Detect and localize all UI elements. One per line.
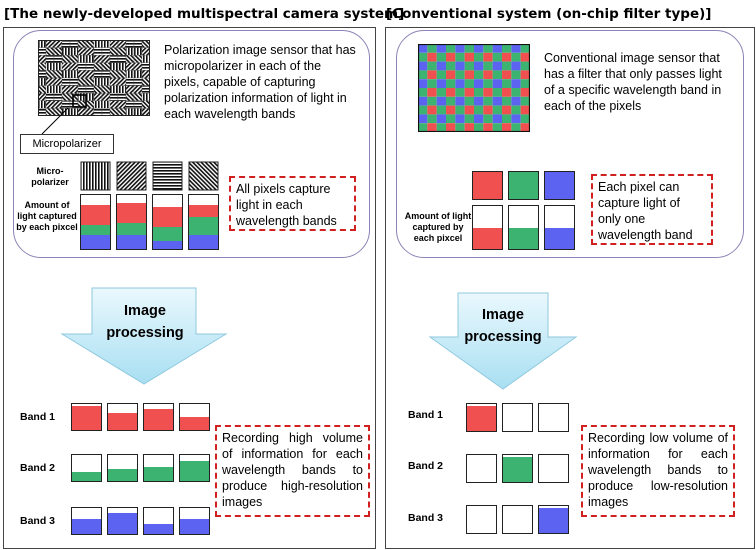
micropolarizer-swatches: [80, 161, 219, 191]
left-band3-cell-1: [71, 507, 102, 535]
left-band2-cell-3: [143, 454, 174, 482]
right-result-note: Recording low volume of information for …: [581, 425, 735, 517]
right-processing-arrow: [428, 292, 578, 390]
micropolarizer-highlight: [72, 94, 87, 108]
green-filter-swatch: [508, 171, 539, 200]
blue-filter-swatch: [544, 171, 575, 200]
left-pixel-stack-4: [188, 194, 219, 250]
polarization-sensor-image: [38, 40, 150, 116]
left-pixel-stack-1: [80, 194, 111, 250]
left-band1-cell-2: [107, 403, 138, 431]
polarizer-vertical: [80, 161, 111, 191]
polarizer-diagonal-135: [188, 161, 219, 191]
left-band3-cell-3: [143, 507, 174, 535]
left-note: All pixels capture light in each wavelen…: [229, 176, 356, 231]
right-band2-cell-1: [466, 454, 497, 483]
right-band2-cell-2: [502, 454, 533, 483]
right-band-3-label: Band 3: [408, 512, 444, 524]
right-band3-cell-2: [502, 505, 533, 534]
right-note: Each pixel can capture light of only one…: [591, 174, 713, 245]
left-band-1-label: Band 1: [20, 411, 56, 423]
right-band-1-label: Band 1: [408, 409, 444, 421]
left-band1-cell-4: [179, 403, 210, 431]
left-pixel-stack-3: [152, 194, 183, 250]
left-amount-row-label: Amount of light captured by each pixcel: [16, 200, 78, 232]
bayer-filter-image: [418, 44, 530, 132]
right-pixel-blue: [544, 205, 575, 250]
right-band1-cell-3: [538, 403, 569, 432]
polarizer-horizontal: [152, 161, 183, 191]
left-band2-cell-1: [71, 454, 102, 482]
right-band1-cell-1: [466, 403, 497, 432]
right-band1-cell-2: [502, 403, 533, 432]
right-amount-row-label: Amount of light captured by each pixcel: [404, 211, 472, 243]
left-band3-cell-2: [107, 507, 138, 535]
left-processing-arrow: [60, 287, 228, 385]
right-arrow-label: Image processing: [464, 307, 542, 345]
right-title: [Conventional system (on-chip filter typ…: [386, 6, 712, 22]
left-description: Polarization image sensor that has micro…: [164, 43, 356, 121]
right-description: Conventional image sensor that has a fil…: [544, 51, 722, 113]
right-pixel-red: [472, 205, 503, 250]
micropolarizer-callout: Micropolarizer: [20, 134, 114, 154]
left-result-note: Recording high volume of information for…: [215, 425, 370, 517]
left-band2-cell-4: [179, 454, 210, 482]
left-band1-cell-3: [143, 403, 174, 431]
left-band1-cell-1: [71, 403, 102, 431]
left-band-2-label: Band 2: [20, 462, 56, 474]
right-band-2-label: Band 2: [408, 460, 444, 472]
micropolarizer-callout-label: Micropolarizer: [32, 138, 102, 150]
polarizer-diagonal-45: [116, 161, 147, 191]
left-arrow-label: Image processing: [106, 303, 184, 341]
right-band2-cell-3: [538, 454, 569, 483]
left-band-3-label: Band 3: [20, 515, 56, 527]
left-title: [The newly-developed multispectral camer…: [4, 6, 405, 22]
right-pixel-green: [508, 205, 539, 250]
right-band3-cell-3: [538, 505, 569, 534]
right-band3-cell-1: [466, 505, 497, 534]
callout-line: [41, 107, 69, 135]
left-band3-cell-4: [179, 507, 210, 535]
red-filter-swatch: [472, 171, 503, 200]
left-pixel-stack-2: [116, 194, 147, 250]
micropolarizer-row-label: Micro-polarizer: [31, 166, 69, 187]
left-band2-cell-2: [107, 454, 138, 482]
